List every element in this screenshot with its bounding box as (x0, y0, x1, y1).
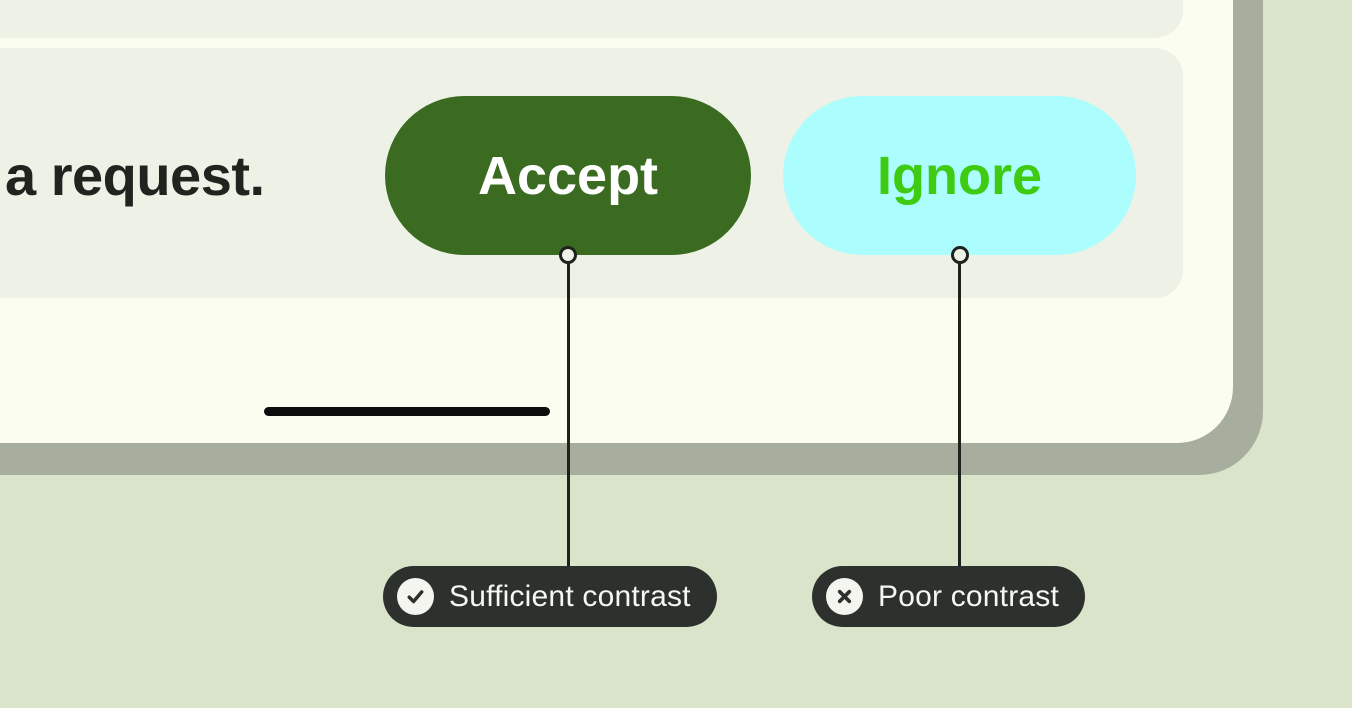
home-indicator (264, 407, 550, 416)
connector-dot-ignore (951, 246, 969, 264)
check-icon (397, 578, 434, 615)
leader-line-ignore (958, 255, 961, 566)
x-icon (826, 578, 863, 615)
poor-contrast-callout: Poor contrast (812, 566, 1086, 627)
callout-label: Poor contrast (878, 579, 1060, 613)
sufficient-contrast-callout: Sufficient contrast (383, 566, 717, 627)
ignore-button[interactable]: Ignore (783, 96, 1136, 255)
notification-card: a request. Accept Ignore (0, 48, 1183, 298)
accept-button[interactable]: Accept (385, 96, 751, 255)
notification-message: a request. (5, 144, 265, 207)
leader-line-accept (567, 255, 570, 566)
connector-dot-accept (559, 246, 577, 264)
notification-card-top (0, 0, 1183, 38)
callout-label: Sufficient contrast (449, 579, 691, 613)
